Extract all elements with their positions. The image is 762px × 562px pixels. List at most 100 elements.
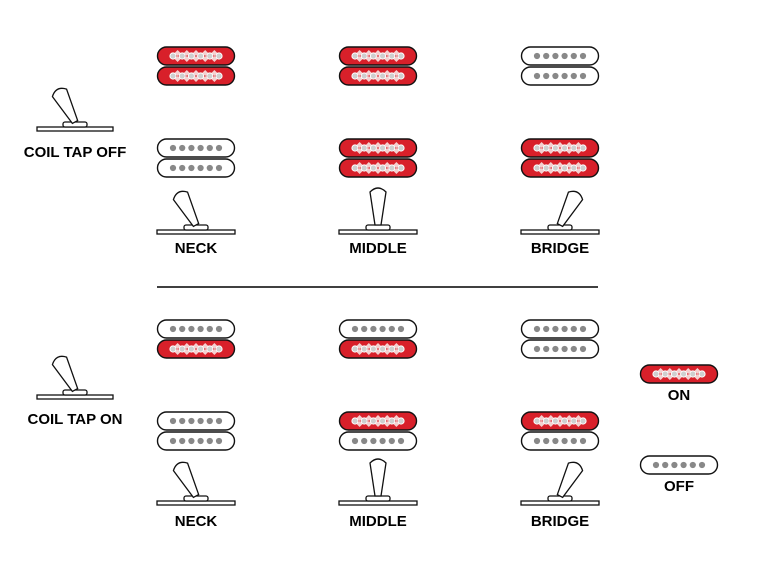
switch-lever-tip <box>172 461 200 499</box>
coil-off <box>520 339 600 359</box>
pole-piece <box>370 437 377 445</box>
coil-body <box>156 319 236 339</box>
coil-body <box>520 431 600 451</box>
pole-piece <box>542 417 550 425</box>
pickup <box>338 46 418 86</box>
pole-piece <box>179 437 186 445</box>
pole-piece <box>680 461 687 469</box>
coil-off <box>156 138 236 158</box>
pole-piece <box>561 345 568 353</box>
pole-piece <box>533 437 541 445</box>
coil-tap-switch <box>36 355 114 400</box>
pole-piece <box>197 325 204 333</box>
pole-piece <box>552 52 559 60</box>
switch-lever-tip <box>369 187 387 226</box>
pole-piece <box>169 52 177 60</box>
pole-piece <box>206 144 213 152</box>
position-label-middle: MIDDLE <box>349 240 407 257</box>
pole-piece <box>570 325 577 333</box>
coil-off <box>156 431 236 451</box>
pole-piece <box>179 144 186 152</box>
pole-piece <box>197 164 204 172</box>
coil-body <box>520 46 600 66</box>
coil-body <box>338 431 418 451</box>
mode-label-coil-tap-on: COIL TAP ON <box>27 411 122 428</box>
pole-piece <box>179 325 186 333</box>
pole-piece <box>561 437 568 445</box>
pole-piece <box>379 325 386 333</box>
pole-piece <box>662 461 669 469</box>
pole-piece <box>188 144 195 152</box>
pole-piece <box>397 164 405 172</box>
pole-piece <box>215 144 223 152</box>
pole-piece <box>215 437 223 445</box>
switch-nut <box>547 495 573 502</box>
pickup <box>156 411 236 451</box>
pole-piece <box>379 437 386 445</box>
switch-lever <box>51 87 79 125</box>
pole-piece <box>188 325 195 333</box>
pole-piece <box>369 417 377 425</box>
pole-piece <box>360 72 368 80</box>
pole-piece <box>369 144 377 152</box>
coil-on <box>338 411 418 431</box>
coil-on <box>520 411 600 431</box>
pole-piece <box>206 437 213 445</box>
pole-piece <box>570 52 577 60</box>
pole-piece <box>543 437 550 445</box>
coil-body <box>639 455 719 475</box>
position-label-neck: NECK <box>175 240 218 257</box>
pickup <box>156 319 236 359</box>
pole-piece <box>561 72 568 80</box>
pole-piece <box>178 52 186 60</box>
position-label-bridge: BRIDGE <box>531 240 589 257</box>
pole-piece <box>369 345 377 353</box>
pole-piece <box>397 52 405 60</box>
pole-piece <box>178 345 186 353</box>
switch-lever <box>556 461 584 499</box>
switch-nut <box>183 495 209 502</box>
pole-piece <box>361 325 368 333</box>
coil-on <box>338 339 418 359</box>
coil-off <box>520 66 600 86</box>
pickup <box>338 411 418 451</box>
pole-piece <box>351 437 359 445</box>
switch-lever-tip <box>172 190 200 228</box>
pole-piece <box>689 461 696 469</box>
pole-piece <box>169 325 177 333</box>
position-switch <box>338 458 418 506</box>
pole-piece <box>187 72 195 80</box>
pole-piece <box>397 437 405 445</box>
pole-piece <box>215 345 223 353</box>
pole-piece <box>579 52 587 60</box>
pole-piece <box>652 461 660 469</box>
coil-off <box>520 319 600 339</box>
pole-piece <box>397 144 405 152</box>
switch-lever-tip <box>556 461 584 499</box>
pole-piece <box>561 52 568 60</box>
pole-piece <box>360 345 368 353</box>
pole-piece <box>197 417 204 425</box>
switch-lever-tip <box>556 190 584 228</box>
coil-off <box>156 411 236 431</box>
pole-piece <box>187 52 195 60</box>
pole-piece <box>397 72 405 80</box>
pole-piece <box>533 72 541 80</box>
pole-piece <box>351 345 359 353</box>
switch-lever <box>369 187 387 226</box>
pole-piece <box>670 370 679 378</box>
pole-piece <box>197 437 204 445</box>
coil-on <box>156 339 236 359</box>
coil-off <box>156 158 236 178</box>
pole-piece <box>178 72 186 80</box>
pole-piece <box>388 417 396 425</box>
coil-body <box>156 431 236 451</box>
switch-lever-tip <box>51 87 79 125</box>
pole-piece <box>351 52 359 60</box>
switch-nut <box>183 224 209 231</box>
pole-piece <box>179 164 186 172</box>
pole-piece <box>570 417 578 425</box>
pickups-layer <box>156 46 719 475</box>
position-label-middle: MIDDLE <box>349 513 407 530</box>
coil-on <box>156 46 236 66</box>
